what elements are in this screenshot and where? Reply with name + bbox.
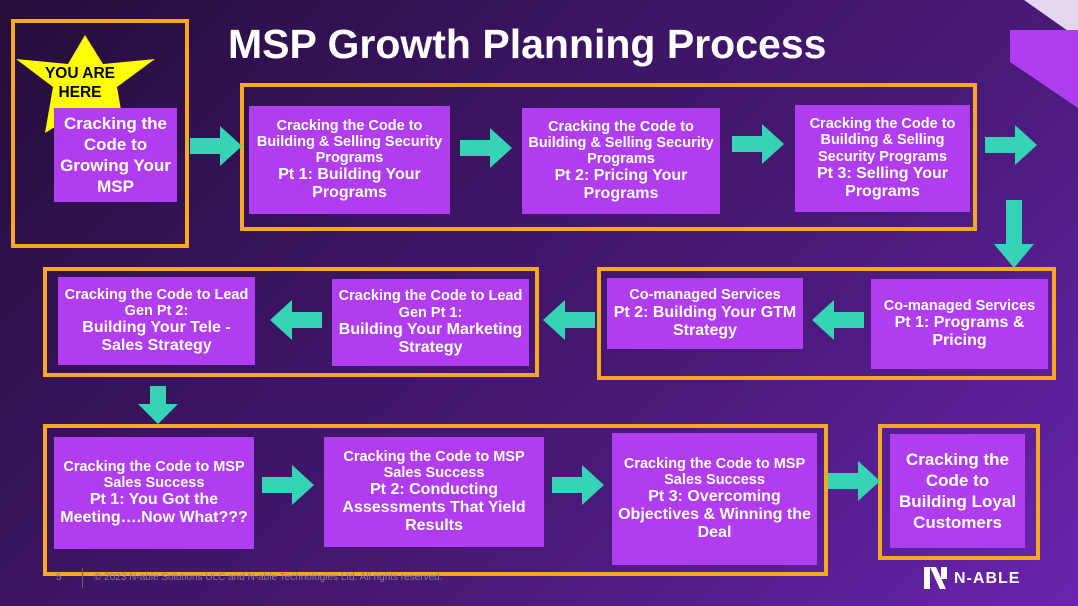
page-number: 5 — [56, 572, 62, 583]
page-title: MSP Growth Planning Process — [228, 21, 827, 67]
step-sales-pt3[interactable]: Cracking the Code to MSP Sales Success P… — [612, 433, 817, 565]
step-part: Building Your Marketing Strategy — [338, 320, 523, 356]
step-part: Pt 2: Pricing Your Programs — [554, 167, 688, 203]
arrow-right-icon — [460, 128, 512, 168]
step-series: Cracking the Code to MSP Sales Success — [343, 448, 525, 482]
arrow-down-icon — [994, 200, 1034, 268]
step-series: Co-managed Services — [629, 287, 781, 304]
step-series: Cracking the Code to Building & Selling … — [528, 118, 714, 168]
group-frame-loyal — [878, 424, 1040, 560]
group-frame-leadgen — [43, 267, 539, 377]
step-loyal-customers[interactable]: Cracking the Code to Building Loyal Cust… — [890, 434, 1025, 548]
footer-divider — [82, 568, 83, 588]
step-leadgen-pt1[interactable]: Cracking the Code to Lead Gen Pt 1: Buil… — [332, 279, 529, 366]
step-part: Pt 1: Building Your Programs — [278, 166, 421, 202]
step-series: Cracking the Code to MSP Sales Success — [63, 458, 245, 492]
step-title: Cracking the Code to Growing Your MSP — [60, 113, 171, 197]
badge-line-2: HERE — [58, 84, 102, 101]
you-are-here-label: YOU ARE HERE — [28, 64, 132, 104]
step-series: Cracking the Code to MSP Sales Success — [623, 455, 806, 489]
arrow-right-icon — [190, 126, 242, 166]
badge-line-1: YOU ARE — [44, 65, 116, 82]
step-part: Pt 3: Selling Your Programs — [817, 164, 948, 200]
step-security-pt2[interactable]: Cracking the Code to Building & Selling … — [522, 108, 720, 214]
corner-decoration — [1010, 0, 1078, 110]
step-series: Cracking the Code to Lead Gen Pt 2: — [64, 286, 249, 320]
group-frame-security — [240, 83, 977, 231]
step-comanaged-pt2[interactable]: Co-managed Services Pt 2: Building Your … — [607, 278, 803, 349]
arrow-left-icon — [812, 300, 864, 340]
group-frame-sales — [43, 424, 828, 576]
n-able-logo-icon — [924, 567, 948, 589]
group-frame-comanaged — [597, 267, 1056, 380]
step-title: Cracking the Code to Building Loyal Cust… — [898, 449, 1017, 533]
step-security-pt3[interactable]: Cracking the Code to Building & Selling … — [795, 105, 970, 212]
arrow-down-icon — [138, 386, 178, 424]
n-able-logo-text: N-ABLE — [954, 570, 1021, 587]
step-part: Pt 2: Building Your GTM Strategy — [613, 303, 797, 339]
step-comanaged-pt1[interactable]: Co-managed Services Pt 1: Programs & Pri… — [871, 279, 1048, 369]
step-part: Building Your Tele - Sales Strategy — [82, 319, 231, 355]
arrow-right-icon — [985, 125, 1037, 165]
step-part: Pt 1: You Got the Meeting….Now What??? — [60, 491, 248, 527]
step-series: Cracking the Code to Building & Selling … — [809, 116, 956, 165]
footer-copyright: © 2023 N-able Solutions ULC and N-able T… — [94, 572, 443, 583]
step-part: Pt 3: Overcoming Objectives & Winning th… — [618, 488, 811, 542]
arrow-left-icon — [270, 300, 322, 340]
step-sales-pt1[interactable]: Cracking the Code to MSP Sales Success P… — [54, 437, 254, 549]
arrow-right-icon — [262, 465, 314, 505]
step-leadgen-pt2[interactable]: Cracking the Code to Lead Gen Pt 2: Buil… — [58, 277, 255, 365]
arrow-left-icon — [543, 300, 595, 340]
arrow-right-icon — [732, 124, 784, 164]
step-growing-msp[interactable]: Cracking the Code to Growing Your MSP — [54, 108, 177, 202]
step-series: Cracking the Code to Lead Gen Pt 1: — [338, 288, 523, 321]
group-frame-start — [11, 19, 189, 248]
step-part: Pt 2: Conducting Assessments That Yield … — [342, 481, 526, 535]
step-security-pt1[interactable]: Cracking the Code to Building & Selling … — [249, 106, 450, 214]
step-series: Cracking the Code to Building & Selling … — [256, 117, 443, 167]
step-sales-pt2[interactable]: Cracking the Code to MSP Sales Success P… — [324, 437, 544, 547]
arrow-right-icon — [828, 461, 880, 501]
step-series: Co-managed Services — [883, 297, 1036, 314]
step-part: Pt 1: Programs & Pricing — [894, 314, 1025, 350]
arrow-right-icon — [552, 465, 604, 505]
